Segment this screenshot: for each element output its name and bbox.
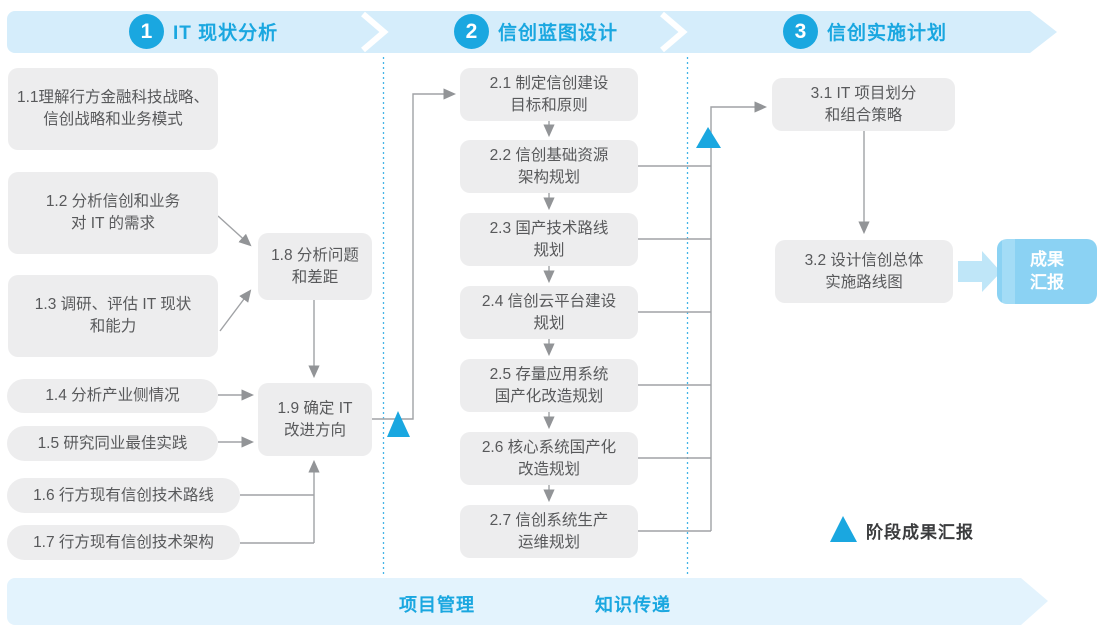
phase-2-header: 2 信创蓝图设计	[454, 14, 618, 49]
phase-banner-band	[7, 11, 1057, 53]
box-3-1: 3.1 IT 项目划分 和组合策略	[772, 78, 955, 131]
box-1-5: 1.5 研究同业最佳实践	[7, 426, 218, 461]
phase-1-number-badge: 1	[129, 14, 164, 49]
box-2-4: 2.4 信创云平台建设 规划	[460, 286, 638, 339]
box-1-6: 1.6 行方现有信创技术路线	[7, 478, 240, 513]
footer-banner-band	[7, 578, 1048, 625]
legend-label: 阶段成果汇报	[866, 523, 974, 542]
phase-1-title: IT 现状分析	[173, 23, 279, 44]
box-1-3: 1.3 调研、评估 IT 现状 和能力	[8, 275, 218, 357]
milestone-triangle-phase1	[387, 411, 410, 437]
phase-2-title: 信创蓝图设计	[498, 23, 619, 44]
phase-3-title: 信创实施计划	[827, 23, 948, 44]
box-1-1: 1.1理解行方金融科技战略、 信创战略和业务模式	[8, 68, 218, 150]
box-1-8: 1.8 分析问题 和差距	[258, 233, 372, 300]
box-2-6: 2.6 核心系统国产化 改造规划	[460, 432, 638, 485]
milestone-triangle-phase2	[696, 127, 721, 148]
result-report-box: 成果 汇报	[997, 239, 1097, 304]
box-1-2: 1.2 分析信创和业务 对 IT 的需求	[8, 172, 218, 254]
phase-3-header: 3 信创实施计划	[783, 14, 947, 49]
box-1-7: 1.7 行方现有信创技术架构	[7, 525, 240, 560]
box-2-7: 2.7 信创系统生产 运维规划	[460, 505, 638, 558]
box-1-4: 1.4 分析产业侧情况	[7, 379, 218, 413]
phase-2-number-badge: 2	[454, 14, 489, 49]
legend-triangle-icon	[830, 516, 857, 542]
box-2-5: 2.5 存量应用系统 国产化改造规划	[460, 359, 638, 412]
footer-label-knowledge-transfer: 知识传递	[595, 595, 671, 615]
footer-label-project-management: 项目管理	[399, 595, 475, 615]
phase-1-header: 1 IT 现状分析	[129, 14, 278, 49]
box-3-2: 3.2 设计信创总体 实施路线图	[775, 240, 953, 303]
box-2-3: 2.3 国产技术路线 规划	[460, 213, 638, 266]
box-1-9: 1.9 确定 IT 改进方向	[258, 383, 372, 456]
result-arrow	[958, 251, 1001, 292]
box-2-2: 2.2 信创基础资源 架构规划	[460, 140, 638, 193]
phase-3-number-badge: 3	[783, 14, 818, 49]
box-2-1: 2.1 制定信创建设 目标和原则	[460, 68, 638, 121]
